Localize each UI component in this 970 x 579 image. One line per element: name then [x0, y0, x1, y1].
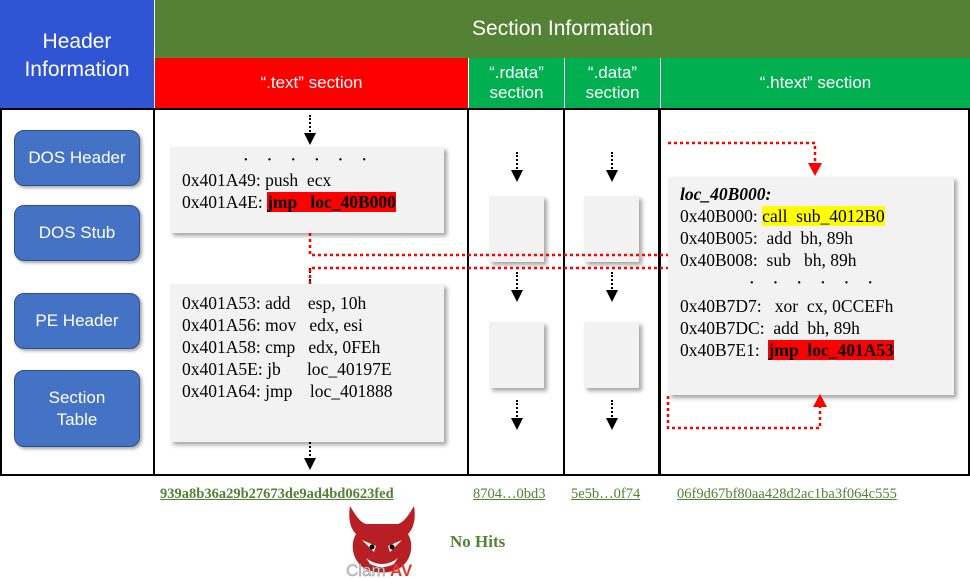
svg-text:Clam: Clam — [346, 561, 386, 579]
code-line: 0x401A5E: jb loc_40197E — [182, 359, 392, 379]
svg-text:AV: AV — [390, 561, 413, 579]
jump-instruction: jmp loc_401A53 — [768, 340, 894, 360]
jump-to-htext-line — [308, 233, 668, 257]
down-arrow-icon — [606, 152, 618, 182]
pe-header-box: PE Header — [14, 293, 140, 349]
htext-section-header: “.htext” section — [660, 58, 970, 108]
header-information-title: Header Information — [0, 0, 154, 108]
text-code-block-2: 0x401A53: add esp, 10h 0x401A56: mov edx… — [170, 284, 444, 442]
dos-header-box: DOS Header — [14, 130, 140, 186]
data-block — [584, 322, 639, 388]
data-block — [584, 196, 639, 262]
rdata-section-header: “.rdata” section — [468, 58, 564, 108]
arrowhead-icon — [808, 163, 822, 176]
section-table-box: Section Table — [14, 370, 140, 447]
down-arrow-icon — [511, 152, 523, 182]
arrowhead-icon — [813, 394, 827, 407]
down-arrow-icon — [511, 272, 523, 302]
code-line: 0x40B000: call sub_4012B0 — [680, 206, 885, 226]
return-line — [666, 395, 822, 430]
code-line: 0x401A53: add esp, 10h — [182, 293, 367, 313]
jump-instruction: jmp loc_40B000 — [267, 192, 396, 212]
column-divider — [467, 108, 469, 476]
data-section-header: “.data” section — [564, 58, 660, 108]
text-code-block-1: · · · · · · 0x401A49: push ecx 0x401A4E:… — [170, 147, 444, 233]
code-line: 0x401A4E: jmp loc_40B000 — [182, 192, 396, 212]
down-arrow-icon — [511, 400, 523, 430]
scan-result-label: No Hits — [450, 532, 506, 551]
down-arrow-icon — [606, 400, 618, 430]
body-frame — [0, 108, 970, 476]
code-line: 0x401A64: jmp loc_401888 — [182, 381, 393, 401]
text-section-hash[interactable]: 939a8b36a29b27673de9ad4bd0623fed — [160, 486, 394, 502]
rdata-block — [489, 322, 544, 388]
code-line: 0x401A56: mov edx, esi — [182, 315, 363, 335]
call-instruction: call sub_4012B0 — [762, 206, 885, 226]
code-label: loc_40B000: — [680, 184, 772, 204]
htext-section-hash[interactable]: 06f9d67bf80aa428d2ac1ba3f064c555 — [677, 486, 897, 502]
htext-code-block: loc_40B000: 0x40B000: call sub_4012B0 0x… — [668, 177, 954, 395]
ellipsis: · · · · · · — [242, 149, 374, 171]
column-divider — [153, 108, 155, 476]
data-section-hash[interactable]: 5e5b…0f74 — [571, 486, 641, 502]
htext-entry-line — [668, 141, 817, 165]
column-divider — [658, 108, 661, 476]
jump-back-line — [308, 266, 668, 284]
code-line: 0x40B005: add bh, 89h — [680, 228, 854, 248]
down-arrow-icon — [304, 442, 316, 470]
text-section-header: “.text” section — [154, 58, 468, 108]
rdata-block — [489, 196, 544, 262]
down-arrow-icon — [606, 272, 618, 302]
code-line: 0x40B7DC: add bh, 89h — [680, 318, 860, 338]
dos-stub-box: DOS Stub — [14, 205, 140, 261]
clamav-logo-icon: Clam AV — [346, 506, 415, 579]
rdata-section-hash[interactable]: 8704…0bd3 — [473, 486, 546, 502]
code-line: 0x40B7E1: jmp loc_401A53 — [680, 340, 894, 360]
code-line: 0x401A58: cmp edx, 0FEh — [182, 337, 381, 357]
down-arrow-icon — [304, 115, 316, 145]
ellipsis: · · · · · · — [748, 272, 880, 294]
column-divider — [563, 108, 565, 476]
code-line: 0x40B008: sub bh, 89h — [680, 250, 857, 270]
code-line: 0x40B7D7: xor cx, 0CCEFh — [680, 296, 894, 316]
code-line: 0x401A49: push ecx — [182, 170, 332, 190]
section-information-title: Section Information — [154, 0, 970, 58]
